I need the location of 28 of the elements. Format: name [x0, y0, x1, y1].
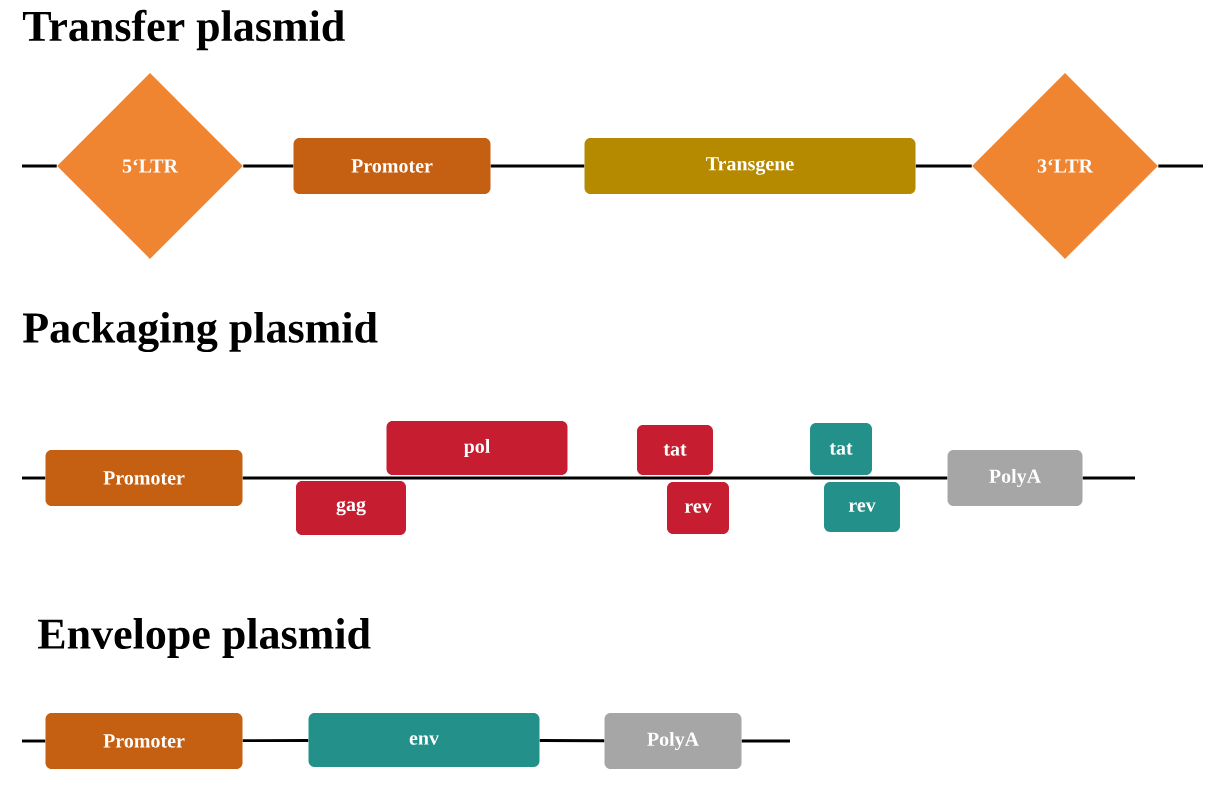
gene-box: Promoter	[45, 713, 243, 769]
gene-box: PolyA	[947, 450, 1083, 506]
dna-line	[22, 739, 46, 743]
dna-line	[243, 164, 294, 168]
gene-box: rev	[667, 482, 729, 534]
gene-box: rev	[824, 482, 900, 532]
gene-box: env	[308, 713, 540, 767]
dna-line	[539, 739, 605, 743]
dna-line	[490, 164, 585, 168]
gene-box: Promoter	[45, 450, 243, 506]
gene-box: tat	[810, 423, 872, 475]
section-heading: Transfer plasmid	[22, 9, 345, 51]
gene-box: Promoter	[293, 138, 491, 194]
gene-box: Transgene	[584, 138, 916, 194]
section-heading: Envelope plasmid	[38, 618, 371, 658]
section-heading: Packaging plasmid	[23, 311, 378, 353]
gene-box: gag	[296, 481, 406, 535]
dna-line	[22, 164, 57, 168]
gene-box: tat	[637, 425, 713, 475]
gene-box: PolyA	[604, 713, 742, 769]
dna-line	[1082, 476, 1135, 480]
dna-line	[741, 739, 790, 743]
gene-box: pol	[386, 421, 568, 475]
dna-line	[22, 476, 46, 480]
dna-line	[242, 738, 309, 743]
dna-line	[242, 476, 948, 480]
dna-line	[1158, 164, 1203, 168]
dna-line	[915, 164, 972, 168]
